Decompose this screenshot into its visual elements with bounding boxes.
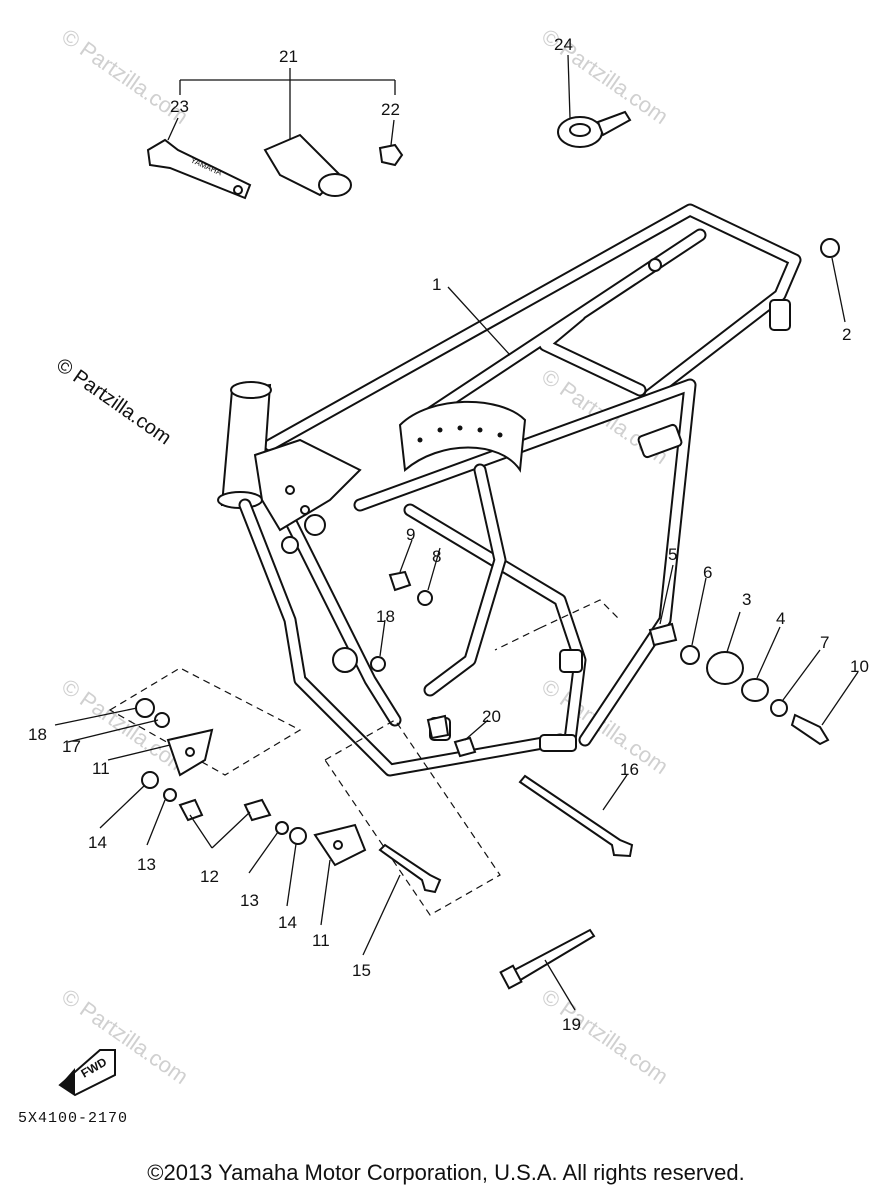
part-label: 10: [850, 657, 869, 676]
part-label: 14: [88, 833, 107, 852]
fwd-indicator: FWD: [58, 1049, 116, 1097]
part-label: 14: [278, 913, 297, 932]
leader-lines: [54, 117, 859, 1011]
part-label: 11: [312, 931, 330, 950]
part-label: 22: [381, 100, 400, 119]
watermark: © Partzilla.com: [537, 674, 673, 780]
part-label: 2: [842, 325, 851, 344]
watermark: © Partzilla.com: [537, 984, 673, 1090]
part-label: 16: [620, 760, 639, 779]
part-label: 23: [170, 97, 189, 116]
part-label: 15: [352, 961, 371, 980]
watermarks: © Partzilla.com © Partzilla.com © Partzi…: [52, 24, 673, 1090]
part-label: 24: [554, 35, 573, 54]
toolkit-parts: [146, 54, 632, 200]
part-labels: 1 2 3 4 5 6 7 8 9 10 11 11 12 13 13 14 1…: [28, 35, 869, 1034]
part-label: 19: [562, 1015, 581, 1034]
mount-parts-left: [135, 570, 477, 894]
part-label: 9: [406, 525, 415, 544]
part-label: 13: [137, 855, 156, 874]
part-label: 4: [776, 609, 785, 628]
part-label: 17: [62, 737, 81, 756]
part-label: 5: [668, 545, 677, 564]
part-label: 3: [742, 590, 751, 609]
diagram-code: 5X4100-2170: [18, 1110, 129, 1127]
part-label: 21: [279, 47, 298, 66]
part-label: 1: [432, 275, 441, 294]
watermark-dark: © Partzilla.com: [52, 354, 175, 449]
part-label: 18: [28, 725, 47, 744]
part-label: 6: [703, 563, 712, 582]
watermark: © Partzilla.com: [57, 674, 193, 780]
mount-parts: [499, 238, 840, 990]
frame: [217, 203, 802, 777]
part-label: 13: [240, 891, 259, 910]
part-label: 11: [92, 759, 110, 778]
part-label: 8: [432, 547, 441, 566]
part-label: 20: [482, 707, 501, 726]
part-label: 12: [200, 867, 219, 886]
copyright-notice: ©2013 Yamaha Motor Corporation, U.S.A. A…: [147, 1160, 745, 1185]
part-label: 18: [376, 607, 395, 626]
part-label: 7: [820, 633, 829, 652]
